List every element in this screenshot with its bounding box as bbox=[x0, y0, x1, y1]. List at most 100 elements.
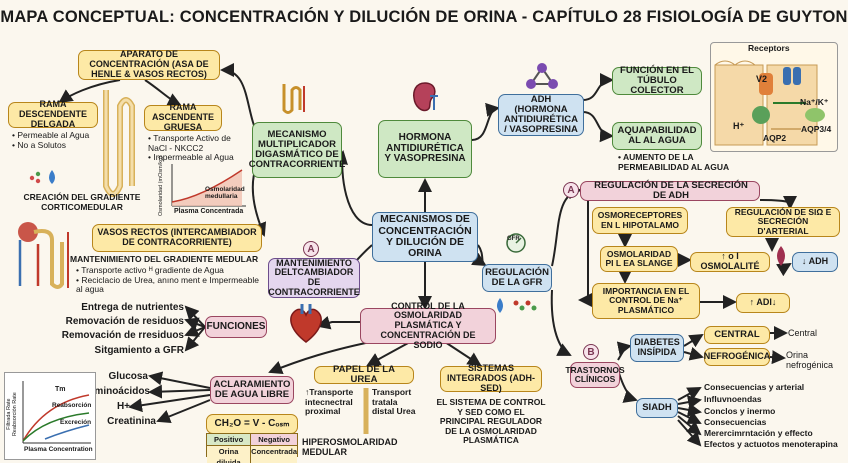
descending-item: Permeable al Agua bbox=[12, 130, 102, 141]
reabsorption-graph-ylabel: Filtrada Rate Reabsorción Rate bbox=[5, 392, 18, 437]
ascending-title: RAMA ASCENDENTE GRUESA bbox=[151, 102, 214, 132]
urea-right-text: Transport tratala distal Urea bbox=[372, 387, 416, 417]
function-item: Sitgamiento a GFR bbox=[94, 345, 184, 356]
gfr-gauge-icon bbox=[504, 232, 528, 254]
osmolarity-label: OSMOLARIDAD PI L EA SLANGE bbox=[605, 248, 673, 268]
function-item: Removación de residuos bbox=[65, 316, 184, 327]
urea-box: PAPEL DE LA UREA bbox=[314, 363, 414, 385]
henle-loop-diagram bbox=[100, 86, 142, 206]
disorders-box: TRASTORNOS CLÍNICOS bbox=[565, 362, 625, 388]
marker-a-right: A bbox=[563, 182, 579, 198]
multiplier-box: MECANISMO MULTIPLICADOR DIGASMÁTICO DE C… bbox=[249, 122, 345, 178]
disorders-title: TRASTORNOS CLÍNICOS bbox=[565, 364, 625, 384]
tubule-function-label: FUNCIÓN EN EL TÚBULO COLECTOR bbox=[620, 64, 694, 97]
reabsorption-graph bbox=[4, 372, 96, 460]
siadh-title: SIADH bbox=[642, 401, 672, 413]
reabsorption-graph-xlabel: Plasma Concentration bbox=[24, 446, 93, 453]
osmolarity-chart bbox=[162, 162, 248, 214]
reabsorption-curve-label: Reabsorción bbox=[52, 402, 92, 409]
central-label: Central bbox=[788, 328, 818, 338]
siadh-item: Influvnoendas bbox=[704, 394, 762, 404]
function-item: Entrega de nutrientes bbox=[81, 302, 184, 313]
ascending-list: Transporte Activo de NaCl - NKCC2 Imperm… bbox=[148, 133, 243, 163]
hormone-box: HORMONA ANTIDIURÉTICA Y VASOPRESINA bbox=[378, 120, 472, 178]
vasa-heading: MANTENIMIENTO DEL GRADIENTE MEDULAR bbox=[70, 254, 259, 264]
clearance-item: Creatinina bbox=[107, 416, 156, 427]
loop-icon bbox=[278, 82, 310, 116]
kidney-icon bbox=[410, 80, 440, 114]
descending-item: No a Solutos bbox=[12, 140, 102, 151]
aquaporin-box: AQUAPABILIDAD AL AL AGUA bbox=[612, 122, 702, 150]
adh-down-box: ↓ ADH bbox=[792, 252, 838, 272]
gfr-fluid-icon bbox=[492, 296, 544, 316]
siadh-box: SIADH bbox=[636, 398, 678, 418]
siadh-item: Consecuencias y arterial bbox=[704, 382, 805, 392]
center-node: MECANISMOS DE CONCENTRACIÓN Y DILUCIÓN D… bbox=[372, 212, 478, 262]
apparatus-box: APARATO DE CONCENTRACIÓN (ASA DE HENLE &… bbox=[78, 50, 220, 80]
marker-b: B bbox=[583, 344, 599, 360]
vasa-list: Transporte activo ᴴ gradiente de Agua Re… bbox=[76, 265, 266, 295]
vasa-recta-title: VASOS RECTOS (INTERCAMBIADOR DE CONTRACO… bbox=[97, 227, 257, 247]
adh-regulation-box: REGULACIÓN DE LA SECRECIÓN DE ADH bbox=[580, 180, 760, 201]
page-title: MAPA CONCEPTUAL: CONCENTRACIÓN Y DILUCIÓ… bbox=[0, 8, 848, 26]
sodium-label: IMPORTANCIA EN EL CONTROL DE Na⁺ PLASMÁT… bbox=[602, 286, 690, 315]
gfr-gauge-label: GFR bbox=[507, 236, 520, 242]
vasa-item: Reciclacio de Urea, anıno ment e Imperme… bbox=[76, 275, 266, 295]
aquaporin-note: • AUMENTO DE LA PERMEABILIDAD AL AGUA bbox=[618, 152, 730, 172]
ascending-item: Impermeable al Agua bbox=[148, 153, 243, 163]
osmolarity-box: OSMOLARIDAD PI L EA SLANGE bbox=[600, 246, 678, 272]
center-label: MECANISMOS DE CONCENTRACIÓN Y DILUCIÓN D… bbox=[378, 213, 472, 260]
functions-box: FUNCIONES bbox=[205, 316, 267, 338]
adh-up-box: ↑ ADI↓ bbox=[736, 293, 790, 313]
nephrogenic-box: NEFROGÉNICA bbox=[704, 348, 770, 366]
clearance-item: H+ bbox=[116, 401, 130, 412]
osmolarity-chart-xlabel: Plasma Concentrada bbox=[174, 208, 244, 215]
osmoreceptors-label: OSMORECEPTORES EN L HIPOTALAMO bbox=[597, 210, 683, 230]
nephron-diagram bbox=[12, 218, 74, 292]
integrated-text: EL SISTEMA DE CONTROL Y SED COMO EL PRIN… bbox=[436, 397, 546, 446]
tubule-function-box: FUNCIÓN EN EL TÚBULO COLECTOR bbox=[612, 64, 702, 97]
control-box: CONTROL DE LA OSMOLARIDAD PLASMÁTICA Y C… bbox=[360, 301, 496, 349]
clearance-box: ACLARAMIENTO DE AGUA LIBRE bbox=[210, 376, 294, 404]
reabsorption-curve-label: Tm bbox=[55, 386, 66, 393]
central-title: CENTRAL bbox=[714, 328, 760, 340]
urea-footer: HIPEROSMOLARIDAD MEDULAR bbox=[302, 437, 398, 458]
regulation-right-box: REGULACIÓN DE SΙΩ E SECRECIÓN D'ARTERIAL bbox=[726, 207, 840, 237]
osmolarity-chart-curve-label: Osmolaridad medullaria bbox=[205, 186, 245, 201]
receptor-cell-icon bbox=[714, 60, 825, 146]
multiplier-title: MECANISMO MULTIPLICADOR DIGASMÁTICO DE C… bbox=[248, 128, 346, 171]
diabetes-box: DIABETES INSÍPIDA bbox=[630, 334, 684, 362]
adh-box: ADH (HORMONA ANTIDIURÉTICA / VASOPRESINA bbox=[498, 94, 584, 136]
ascending-box: RAMA ASCENDENTE GRUESA bbox=[144, 102, 222, 132]
siadh-item: Consecuencias bbox=[704, 417, 767, 427]
clearance-table: Positivo Negativo Orina diluida Concentr… bbox=[206, 433, 298, 463]
table-cell-diluted: Orina diluida bbox=[207, 446, 252, 463]
osmolality-label: ↑ o I OSMOLALITÉ bbox=[700, 251, 760, 271]
heart-icon bbox=[286, 302, 326, 344]
vasa-item: Transporte activo ᴴ gradiente de Agua bbox=[76, 265, 266, 276]
nephrogenic-title: NEFROGÉNICA bbox=[703, 351, 771, 362]
siadh-item: Conclos y inermo bbox=[704, 406, 776, 416]
urea-title: PAPEL DE LA UREA bbox=[333, 363, 395, 385]
table-cell-concentrated: Concentrada bbox=[251, 446, 297, 463]
aqp2-label: AQP2 bbox=[763, 133, 787, 143]
clearance-title: ACLARAMIENTO DE AGUA LIBRE bbox=[213, 378, 291, 400]
gfr-title: REGULACIÓN DE LA GFR bbox=[485, 266, 549, 288]
adh-down-label: ↓ ADH bbox=[801, 256, 829, 267]
integrated-box: SISTEMAS INTEGRADOS (ADH-SED) bbox=[440, 364, 542, 393]
regulation-right-label: REGULACIÓN DE SΙΩ E SECRECIÓN D'ARTERIAL bbox=[734, 207, 832, 236]
hormone-title: HORMONA ANTIDIURÉTICA Y VASOPRESINA bbox=[384, 131, 466, 165]
table-header-negative: Negativo bbox=[251, 434, 297, 446]
urea-left-text: ↑Transporte intecnectral proximal bbox=[305, 387, 354, 417]
adh-up-label: ↑ ADI↓ bbox=[749, 297, 777, 308]
na-k-label: Na⁺/K⁺ bbox=[800, 97, 829, 107]
nephrogenic-label: Orina nefrogénica bbox=[786, 350, 834, 371]
exchanger-title: MANTENIMIENTO DELTCAMBIADOR DE CONTRACOR… bbox=[268, 257, 360, 297]
descending-title: RAMA DESCENDENTE DELGADA bbox=[18, 99, 87, 129]
receptor-cell-diagram bbox=[710, 42, 838, 152]
receptor-title-label: Receptors bbox=[748, 43, 790, 53]
function-item: Removación de rresiduos bbox=[61, 330, 184, 341]
adh-label: ADH (HORMONA ANTIDIURÉTICA / VASOPRESINA bbox=[504, 93, 578, 136]
functions-title: FUNCIONES bbox=[206, 320, 266, 332]
ascending-item: Transporte Activo de NaCl - NKCC2 bbox=[148, 133, 243, 153]
